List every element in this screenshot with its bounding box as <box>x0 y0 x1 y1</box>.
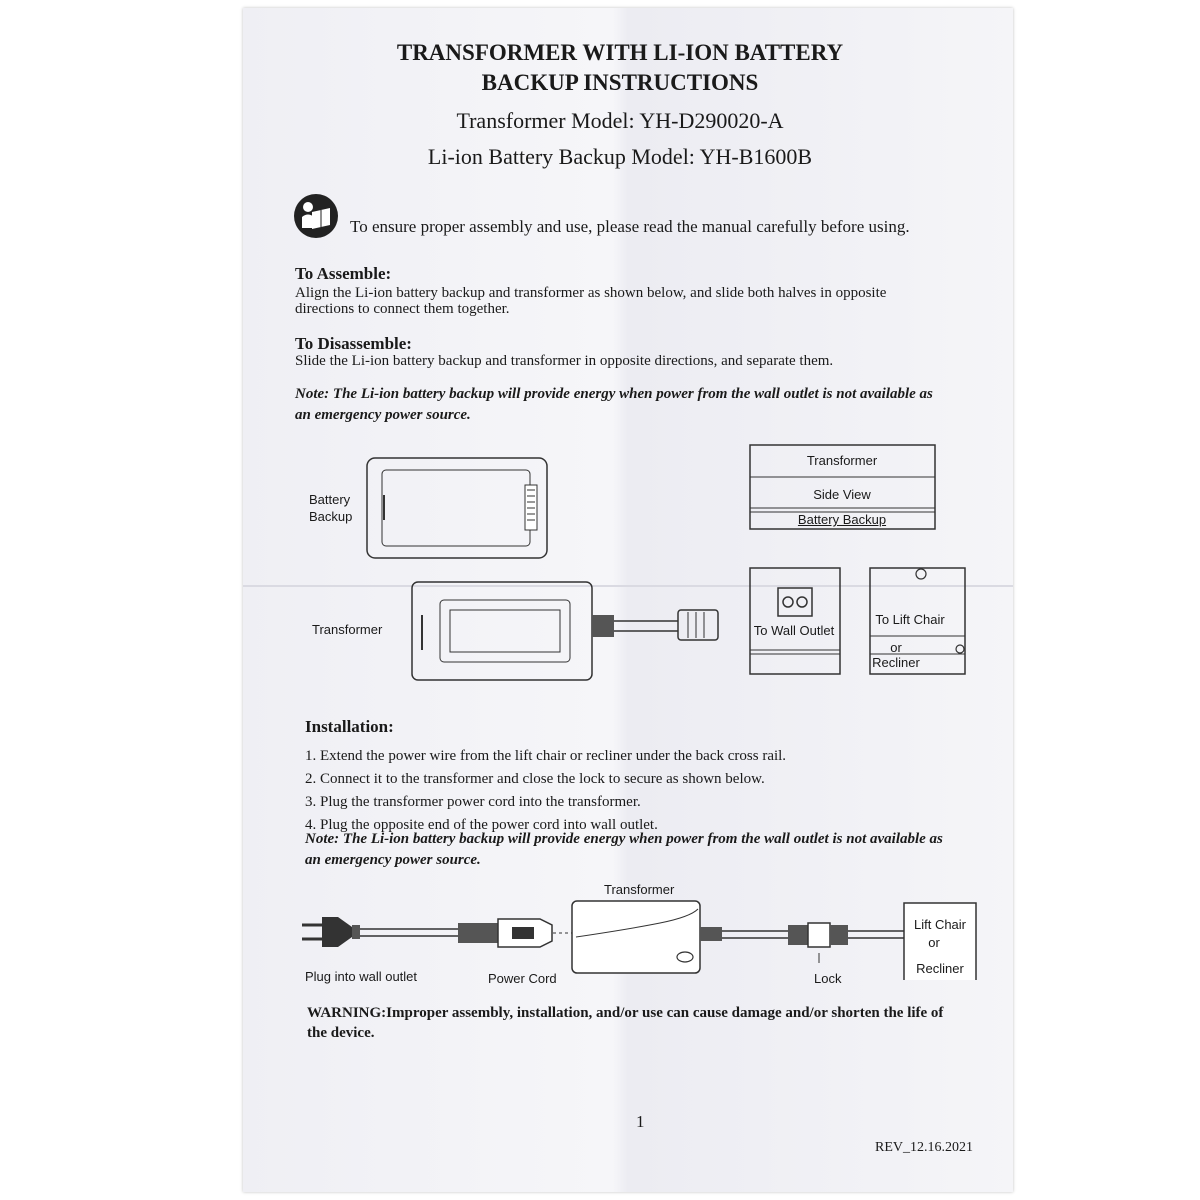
battery-model: Li-ion Battery Backup Model: YH-B1600B <box>427 144 813 169</box>
side-view-drawing <box>749 444 936 530</box>
read-manual-icon <box>294 194 338 238</box>
installation-step: 3. Plug the transformer power cord into … <box>305 794 641 810</box>
diagram2-chair-line-1: Lift Chair <box>913 917 967 932</box>
diagram2-chair-line-2: or <box>928 935 940 950</box>
disassemble-heading: To Disassemble: <box>295 334 412 353</box>
installation-steps: 1. Extend the power wire from the lift c… <box>305 748 985 840</box>
battery-label-2: Backup <box>309 509 353 524</box>
warning-line-2: the device. <box>307 1025 375 1041</box>
lift-chair-label-2: or Recliner <box>872 640 920 670</box>
page-number: 1 <box>636 1112 645 1131</box>
note-1-line-1: Note: The Li-ion battery backup will pro… <box>295 386 933 402</box>
side-view-title: Side View <box>813 487 871 502</box>
wall-outlet-drawing <box>749 567 841 675</box>
assemble-heading: To Assemble: <box>295 264 392 283</box>
warning-line-1: WARNING:Improper assembly, installation,… <box>307 1005 944 1021</box>
diagram2-chair-line-3: Recliner <box>916 961 964 976</box>
lift-chair-port-drawing <box>869 567 966 675</box>
note-1-line-2: an emergency power source. <box>295 407 471 423</box>
assemble-text-2: directions to connect them together. <box>295 301 510 317</box>
note-2-line-1: Note: The Li-ion battery backup will pro… <box>305 831 943 847</box>
installation-heading: Installation: <box>305 717 394 736</box>
installation-step: 1. Extend the power wire from the lift c… <box>305 748 787 764</box>
disassemble-text: Slide the Li-ion battery backup and tran… <box>295 353 834 369</box>
installation-diagram <box>302 900 977 980</box>
wall-outlet-label: To Wall Outlet <box>753 623 835 638</box>
plug-label: Plug into wall outlet <box>305 969 418 984</box>
transformer-label: Transformer <box>312 622 383 637</box>
power-cord-label: Power Cord <box>488 971 557 986</box>
side-view-battery: Battery Backup <box>797 512 887 527</box>
battery-label-1: Battery <box>309 492 351 507</box>
intro-text: To ensure proper assembly and use, pleas… <box>350 217 910 236</box>
installation-step: 4. Plug the opposite end of the power co… <box>305 817 658 833</box>
lift-chair-label-1: To Lift Chair <box>875 612 945 627</box>
title-line-1: TRANSFORMER WITH LI-ION BATTERY <box>396 40 844 65</box>
fold-crease <box>243 585 1013 587</box>
title-line-2: BACKUP INSTRUCTIONS <box>481 70 759 95</box>
side-view-transformer: Transformer <box>806 453 878 468</box>
assemble-text-1: Align the Li-ion battery backup and tran… <box>295 285 887 301</box>
paper-sheet <box>243 8 1013 1192</box>
note-2-line-2: an emergency power source. <box>305 852 481 868</box>
revision-label: REV_12.16.2021 <box>875 1140 973 1155</box>
diagram2-transformer-label: Transformer <box>604 882 675 897</box>
lock-label: Lock <box>814 971 842 986</box>
battery-transformer-drawing <box>366 457 719 681</box>
installation-step: 2. Connect it to the transformer and clo… <box>305 771 765 787</box>
transformer-model: Transformer Model: YH-D290020-A <box>456 108 784 133</box>
